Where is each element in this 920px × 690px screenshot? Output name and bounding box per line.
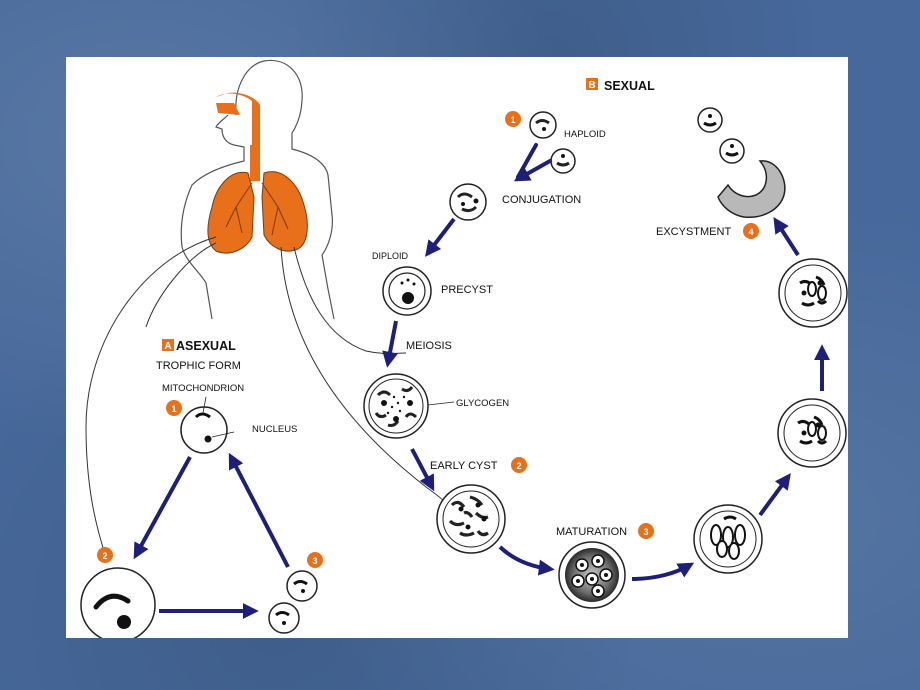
ruptured-cyst-wall [717,160,786,218]
nucleus-label: NUCLEUS [252,424,297,435]
haploid-label: HAPLOID [564,129,606,140]
sexual-label: SEXUAL [604,79,655,93]
arrow-conjugation-to-precyst [425,217,456,257]
trophic-cell-1: MITOCHONDRION 1 NUCLEUS [162,383,297,454]
arrow-precyst-to-glycogen [382,320,398,368]
meiosis-label: MEIOSIS [406,340,452,352]
haploid-cell-1 [529,111,557,139]
maturation-marker [638,523,654,539]
trophic-form-label: TROPHIC FORM [156,360,241,372]
precyst-cell: DIPLOID PRECYST [372,251,493,316]
early-cyst-cell [436,484,506,554]
precyst-label: PRECYST [441,284,493,296]
arrow-glycogen-to-early-cyst [410,448,435,492]
section-b-header: B SEXUAL [586,78,655,93]
arrow-trophic-1-to-2 [133,456,192,560]
conjugation-arrows [513,143,552,182]
excystment-group: EXCYSTMENT 4 [656,107,786,239]
conjugation-label: CONJUGATION [502,194,581,206]
mitochondrion-label: MITOCHONDRION [162,383,244,394]
excystment-marker [743,223,759,239]
lungs-icon [207,171,308,254]
section-a-letter: A [164,341,171,352]
section-b-letter: B [588,80,595,91]
sexual-step-1-marker [505,111,521,127]
arrow-trophic-3-to-1 [228,452,290,568]
airway-icon [216,92,260,181]
diagram-panel: B SEXUAL 1 HAPLOID CONJUGATION DIPLOID [66,57,848,638]
sexual-step-1-number: 1 [510,115,515,125]
arrow-cyst-3-to-excystment [773,216,800,257]
arrow-cyst-1-to-cyst-2 [758,473,791,517]
arrow-maturation-to-cyst [631,562,695,581]
arrow-early-cyst-to-maturation [498,545,555,576]
haploid-cells: 1 HAPLOID [505,111,606,174]
trophic-cell-2: 2 [80,547,156,638]
asexual-step-3-number: 3 [312,556,317,566]
haploid-cell-2 [550,148,576,174]
mature-cyst-1 [693,504,763,574]
diploid-label: DIPLOID [372,251,409,261]
section-a-header: A ASEXUAL TROPHIC FORM [156,339,241,372]
section-b-marker [586,78,598,90]
glycogen-cell: GLYCOGEN [363,373,509,439]
maturation-label: MATURATION [556,526,627,538]
asexual-step-3-marker [307,552,323,568]
section-a-marker [162,339,174,351]
excystment-label: EXCYSTMENT [656,226,731,238]
asexual-arrows [133,452,290,619]
asexual-step-1-number: 1 [171,404,176,414]
maturation-cell: MATURATION 3 [556,523,654,609]
early-cyst-marker [511,457,527,473]
asexual-step-2-number: 2 [102,551,107,561]
human-body-icon [180,59,335,320]
asexual-step-2-marker [97,547,113,563]
early-cyst-number: 2 [516,461,521,471]
early-cyst-label-group: EARLY CYST 2 [430,457,527,473]
pneumocystis-life-cycle-diagram: B SEXUAL 1 HAPLOID CONJUGATION DIPLOID [80,59,848,638]
excystment-number: 4 [748,227,753,237]
mature-cyst-3 [778,258,848,328]
released-cell-2 [719,138,745,164]
glycogen-label: GLYCOGEN [456,398,509,409]
conjugation-cell: CONJUGATION [449,183,581,221]
early-cyst-label: EARLY CYST [430,460,498,472]
maturation-number: 3 [643,527,648,537]
asexual-label: ASEXUAL [176,339,236,353]
asexual-step-1-marker [166,400,182,416]
released-cell-1 [697,107,723,133]
trophic-cell-3: 3 [268,552,323,634]
mature-cyst-2 [777,398,847,468]
